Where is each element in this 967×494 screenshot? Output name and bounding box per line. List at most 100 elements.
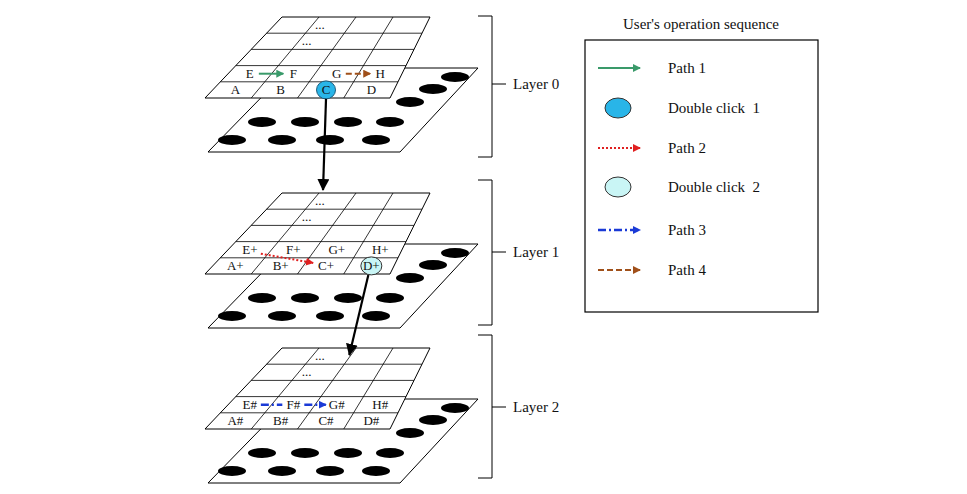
- path-arrow: [261, 403, 282, 406]
- key-dot: [248, 448, 276, 458]
- key-dot: [419, 415, 447, 425]
- path-arrow: [346, 73, 370, 75]
- key-dot: [316, 135, 344, 145]
- grid-plate: [205, 17, 430, 98]
- grid-line: [344, 348, 393, 429]
- grid-key-label: A+: [227, 259, 244, 273]
- path-arrow: [304, 403, 325, 406]
- grid-line: [344, 17, 393, 98]
- legend-text: Double click 1: [668, 100, 760, 117]
- legend-text: Path 4: [668, 262, 706, 279]
- key-dot: [396, 273, 424, 283]
- grid-key-label: ...: [302, 210, 312, 224]
- key-dot: [334, 293, 362, 303]
- legend-box: [585, 40, 818, 312]
- grid-key-label: C+: [318, 259, 334, 273]
- key-dot: [362, 311, 390, 321]
- key-dot: [334, 448, 362, 458]
- legend-title: User's operation sequence: [623, 16, 779, 33]
- key-dot: [291, 117, 319, 127]
- grid-key-label: G: [332, 67, 341, 81]
- grid-line: [298, 17, 357, 98]
- path-arrow: [323, 99, 326, 190]
- grid-key-label: E#: [243, 398, 257, 412]
- grid-key-label: C: [322, 83, 331, 97]
- grid-line: [251, 193, 319, 274]
- grid-key-label: H#: [372, 398, 388, 412]
- key-dot: [218, 135, 246, 145]
- path-arrow: [598, 229, 640, 232]
- key-dot: [362, 466, 390, 476]
- layer-bracket: [478, 180, 506, 325]
- grid-key-label: G+: [328, 243, 345, 257]
- key-dot: [362, 135, 390, 145]
- path-arrow: [349, 275, 368, 355]
- grid-key-label: B: [276, 83, 285, 97]
- grid-line: [298, 348, 357, 429]
- key-dot: [376, 448, 404, 458]
- grid-key-label: ...: [315, 194, 325, 208]
- key-dot: [248, 117, 276, 127]
- grid-key-label: F#: [286, 398, 300, 412]
- grid-key-label: B+: [273, 259, 289, 273]
- grid-key-label: D+: [363, 259, 380, 273]
- key-dot: [441, 403, 469, 413]
- key-dot: [441, 248, 469, 258]
- path-arrow: [259, 73, 283, 75]
- layer-bracket: [478, 16, 506, 157]
- grid-key-label: D: [367, 83, 376, 97]
- grid-key-label: H+: [372, 243, 389, 257]
- grid-key-label: E+: [242, 243, 257, 257]
- key-dot: [441, 72, 469, 82]
- legend-swatch: [605, 177, 631, 197]
- grid-line: [344, 193, 393, 274]
- layer-bracket: [478, 335, 506, 478]
- grid-key-label: B#: [273, 414, 288, 428]
- grid-line: [298, 193, 357, 274]
- path-arrow: [598, 147, 640, 149]
- key-dot: [419, 84, 447, 94]
- key-dot: [268, 311, 296, 321]
- legend-swatch: [605, 98, 631, 118]
- double-click-circle: [317, 81, 336, 99]
- grid-plate: [205, 193, 430, 274]
- key-dot: [291, 293, 319, 303]
- grid-key-label: G#: [329, 398, 345, 412]
- key-dot: [316, 466, 344, 476]
- layer-label: Layer 0: [513, 76, 559, 93]
- legend-text: Path 1: [668, 60, 706, 77]
- key-dot: [248, 293, 276, 303]
- grid-plate: [205, 348, 430, 429]
- grid-key-label: F+: [286, 243, 301, 257]
- grid-key-label: H: [376, 67, 385, 81]
- key-dot: [419, 260, 447, 270]
- grid-key-label: D#: [363, 414, 379, 428]
- key-dot: [376, 293, 404, 303]
- double-click-circle: [361, 257, 382, 275]
- legend-text: Path 2: [668, 140, 706, 157]
- path-arrow: [598, 269, 640, 271]
- key-dot: [334, 117, 362, 127]
- legend-text: Double click 2: [668, 179, 760, 196]
- key-dot: [396, 97, 424, 107]
- key-dot: [396, 428, 424, 438]
- grid-key-label: F: [290, 67, 297, 81]
- key-dot: [291, 448, 319, 458]
- grid-key-label: ...: [302, 365, 312, 379]
- grid-key-label: E: [246, 67, 254, 81]
- key-dot: [268, 135, 296, 145]
- grid-line: [251, 17, 319, 98]
- grid-key-label: A: [231, 83, 240, 97]
- grid-key-label: ...: [302, 34, 312, 48]
- key-dot: [218, 311, 246, 321]
- key-dot: [268, 466, 296, 476]
- grid-key-label: ...: [315, 349, 325, 363]
- key-dot: [218, 466, 246, 476]
- grid-key-label: A#: [227, 414, 243, 428]
- layer-label: Layer 2: [513, 399, 559, 416]
- layer-label: Layer 1: [513, 244, 559, 261]
- key-dot: [376, 117, 404, 127]
- key-dot: [316, 311, 344, 321]
- path-arrow: [598, 67, 640, 69]
